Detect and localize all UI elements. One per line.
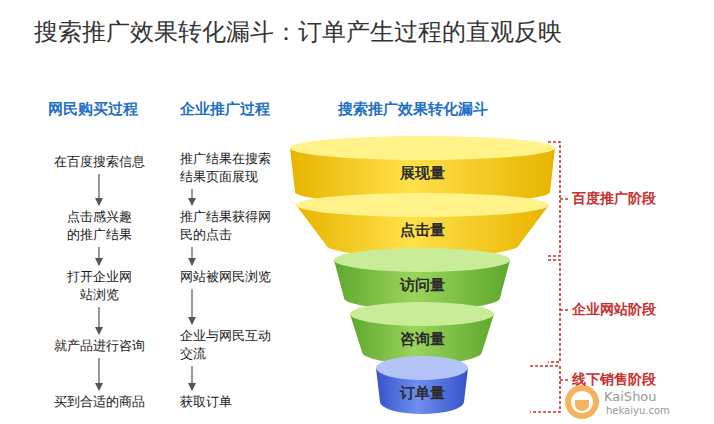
stage-bracket (548, 260, 568, 362)
step-label: 打开企业网站浏览 (62, 268, 136, 304)
funnel-segment: 点击量 (296, 193, 549, 257)
step-text: 点击感兴趣的推广结果 (62, 208, 136, 244)
title: 搜索推广效果转化漏斗：订单产生过程的直观反映 (34, 16, 562, 48)
column-header: 搜索推广效果转化漏斗 (338, 100, 488, 119)
step-text: 获取订单 (180, 393, 278, 411)
flow-arrow (191, 289, 192, 324)
funnel-label: 咨询量 (350, 302, 494, 349)
flow-arrow (98, 247, 99, 265)
step-label: 买到合适的商品 (44, 393, 154, 411)
step-text: 在百度搜索信息 (44, 153, 154, 171)
column-header: 企业推广过程 (180, 100, 270, 119)
step-text: 就产品进行咨询 (44, 337, 154, 355)
flow-arrow (98, 358, 99, 390)
stage-label: 线下销售阶段 (572, 371, 656, 389)
funnel-label: 订单量 (376, 356, 468, 403)
funnel-label: 展现量 (290, 136, 555, 183)
step-label: 在百度搜索信息 (44, 153, 154, 171)
step-text: 推广结果获得网民的点击 (180, 208, 278, 244)
flow-arrow (191, 247, 192, 265)
step-label: 点击感兴趣的推广结果 (62, 208, 136, 244)
step-label: 企业与网民互动交流 (180, 327, 278, 363)
step-label: 推广结果获得网民的点击 (180, 208, 278, 244)
flow-arrow (191, 189, 192, 205)
stage-bracket (530, 366, 568, 412)
funnel-label: 点击量 (296, 193, 549, 240)
step-text: 打开企业网站浏览 (62, 268, 136, 304)
stage-label: 企业网站阶段 (572, 301, 656, 319)
funnel-segment: 订单量 (376, 356, 468, 417)
step-label: 获取订单 (180, 393, 278, 411)
step-text: 企业与网民互动交流 (180, 327, 278, 363)
step-label: 就产品进行咨询 (44, 337, 154, 355)
flow-arrow (98, 307, 99, 334)
step-text: 网站被网民浏览 (180, 268, 278, 286)
watermark: KaiShou (604, 389, 657, 404)
stage-label: 百度推广阶段 (572, 190, 656, 208)
funnel-label: 访问量 (334, 248, 510, 295)
watermark: hekaiyu.com (606, 405, 670, 416)
step-label: 网站被网民浏览 (180, 268, 278, 286)
step-label: 推广结果在搜索结果页面展现 (180, 150, 278, 186)
step-text: 推广结果在搜索结果页面展现 (180, 150, 278, 186)
watermark-logo (565, 385, 599, 419)
column-header: 网民购买过程 (48, 100, 138, 119)
funnel-segment: 访问量 (334, 248, 510, 310)
funnel-segment: 咨询量 (350, 302, 494, 364)
flow-arrow (98, 174, 99, 205)
step-text: 买到合适的商品 (44, 393, 154, 411)
flow-arrow (191, 366, 192, 390)
